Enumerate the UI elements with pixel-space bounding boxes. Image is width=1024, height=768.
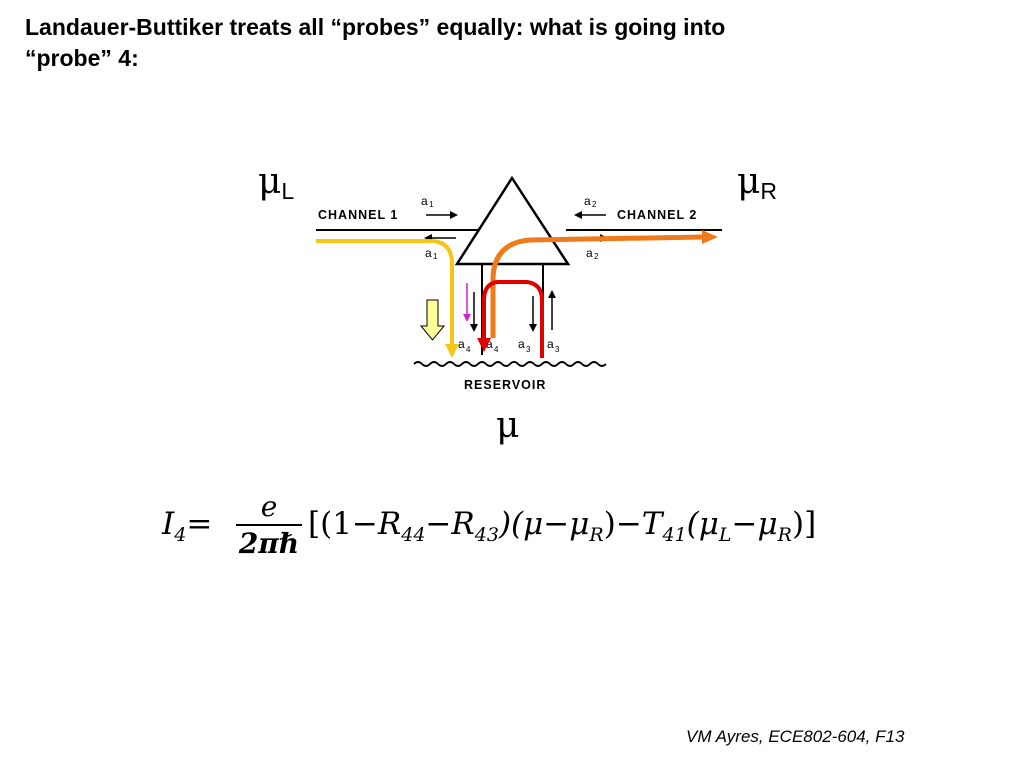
- equation-numerator: e: [260, 490, 278, 523]
- svg-text:a: a: [547, 337, 554, 351]
- svg-text:4: 4: [466, 345, 471, 354]
- svg-text:2: 2: [594, 252, 599, 261]
- orange-path-arrowhead: [702, 230, 718, 244]
- reservoir-label: RESERVOIR: [464, 378, 546, 392]
- slide-title-line-2: “probe” 4:: [25, 45, 139, 71]
- equation-denominator: 2πℏ: [238, 527, 300, 560]
- svg-text:a: a: [421, 194, 428, 208]
- svg-text:1: 1: [433, 252, 438, 261]
- mu-reservoir-symbol: μ: [496, 405, 520, 446]
- mu-left-subscript: L: [281, 178, 295, 204]
- yellow-path-arrow: [316, 239, 454, 346]
- slide-title-line-1: Landauer-Buttiker treats all “probes” eq…: [25, 14, 726, 40]
- svg-text:a: a: [518, 337, 525, 351]
- fraction-bar: [236, 524, 302, 526]
- svg-text:1: 1: [429, 200, 434, 209]
- mu-right-subscript: R: [760, 178, 778, 204]
- equation-rhs: [(1−R44−R43)(μ−μR)−T41(μL−μR)]: [308, 506, 817, 546]
- scatterer-triangle: [454, 175, 571, 266]
- hollow-down-arrow-icon: [419, 299, 446, 341]
- channel-1-label: CHANNEL 1: [318, 208, 398, 222]
- svg-text:3: 3: [555, 345, 560, 354]
- svg-text:a: a: [586, 246, 593, 260]
- svg-text:a: a: [584, 194, 591, 208]
- equation-lhs: I4=: [162, 506, 213, 546]
- mu-left-symbol: μ: [258, 161, 282, 202]
- red-path-arrow: [482, 280, 544, 358]
- red-path-arrowhead: [477, 338, 491, 352]
- orange-path-arrow: [490, 234, 705, 338]
- svg-text:a: a: [425, 246, 432, 260]
- mu-right-label: μR: [737, 161, 778, 205]
- mu-left-label: μL: [258, 161, 295, 205]
- svg-text:4: 4: [494, 345, 499, 354]
- svg-text:3: 3: [526, 345, 531, 354]
- slide-title: Landauer-Buttiker treats all “probes” eq…: [25, 12, 985, 74]
- reservoir-boundary: [413, 361, 607, 367]
- slide-footer: VM Ayres, ECE802-604, F13: [686, 727, 905, 746]
- svg-text:a: a: [486, 337, 493, 351]
- mu-right-symbol: μ: [737, 161, 761, 202]
- svg-text:2: 2: [592, 200, 597, 209]
- channel-2-label: CHANNEL 2: [617, 208, 697, 222]
- current-equation: I4= e 2πℏ [(1−R44−R43)(μ−μR)−T41(μL−μR)]: [162, 492, 942, 566]
- equation-fraction: e 2πℏ: [236, 492, 302, 560]
- mu-reservoir-label: μ: [496, 408, 519, 444]
- yellow-path-arrowhead: [445, 344, 459, 358]
- svg-text:a: a: [458, 337, 465, 351]
